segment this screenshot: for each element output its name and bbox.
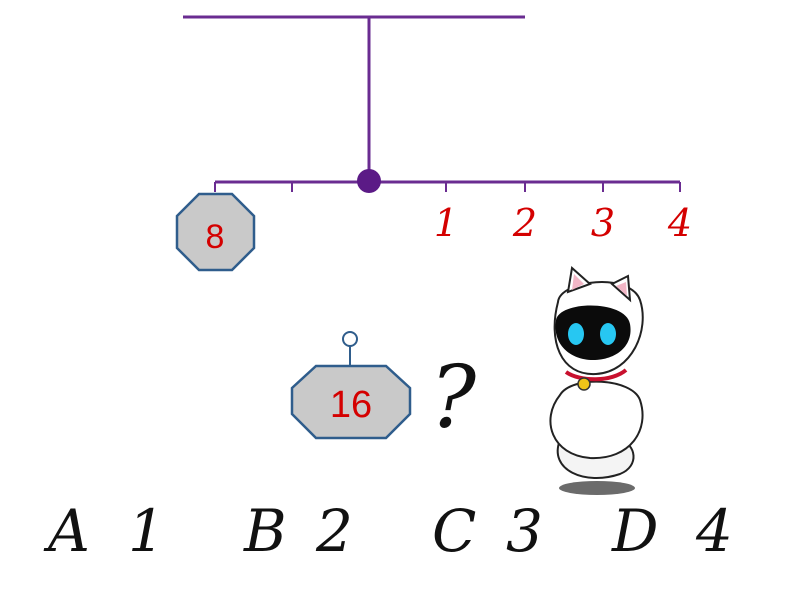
weight-hook-ring: [342, 331, 358, 347]
left-weight: [175, 192, 256, 272]
left-weight-label: 8: [206, 218, 225, 256]
option-b-value: 2: [316, 497, 353, 565]
right-mark-3: 3: [591, 201, 615, 245]
pivot-point: [357, 169, 381, 193]
option-c-value: 3: [506, 497, 543, 565]
hanging-weight: [290, 364, 412, 440]
right-mark-2: 2: [512, 201, 537, 245]
hanging-weight-label: 16: [330, 384, 372, 426]
option-d-letter: D: [612, 497, 659, 565]
option-c-letter: C: [432, 497, 477, 565]
option-d-value: 4: [696, 497, 733, 565]
option-a-letter: A: [48, 497, 90, 565]
option-b-letter: B: [244, 497, 287, 565]
robot-cat-icon: [549, 266, 644, 495]
right-mark-1: 1: [434, 201, 458, 245]
right-mark-4: 4: [667, 201, 692, 245]
question-mark: ?: [430, 348, 477, 448]
option-a-value: 1: [128, 497, 165, 565]
